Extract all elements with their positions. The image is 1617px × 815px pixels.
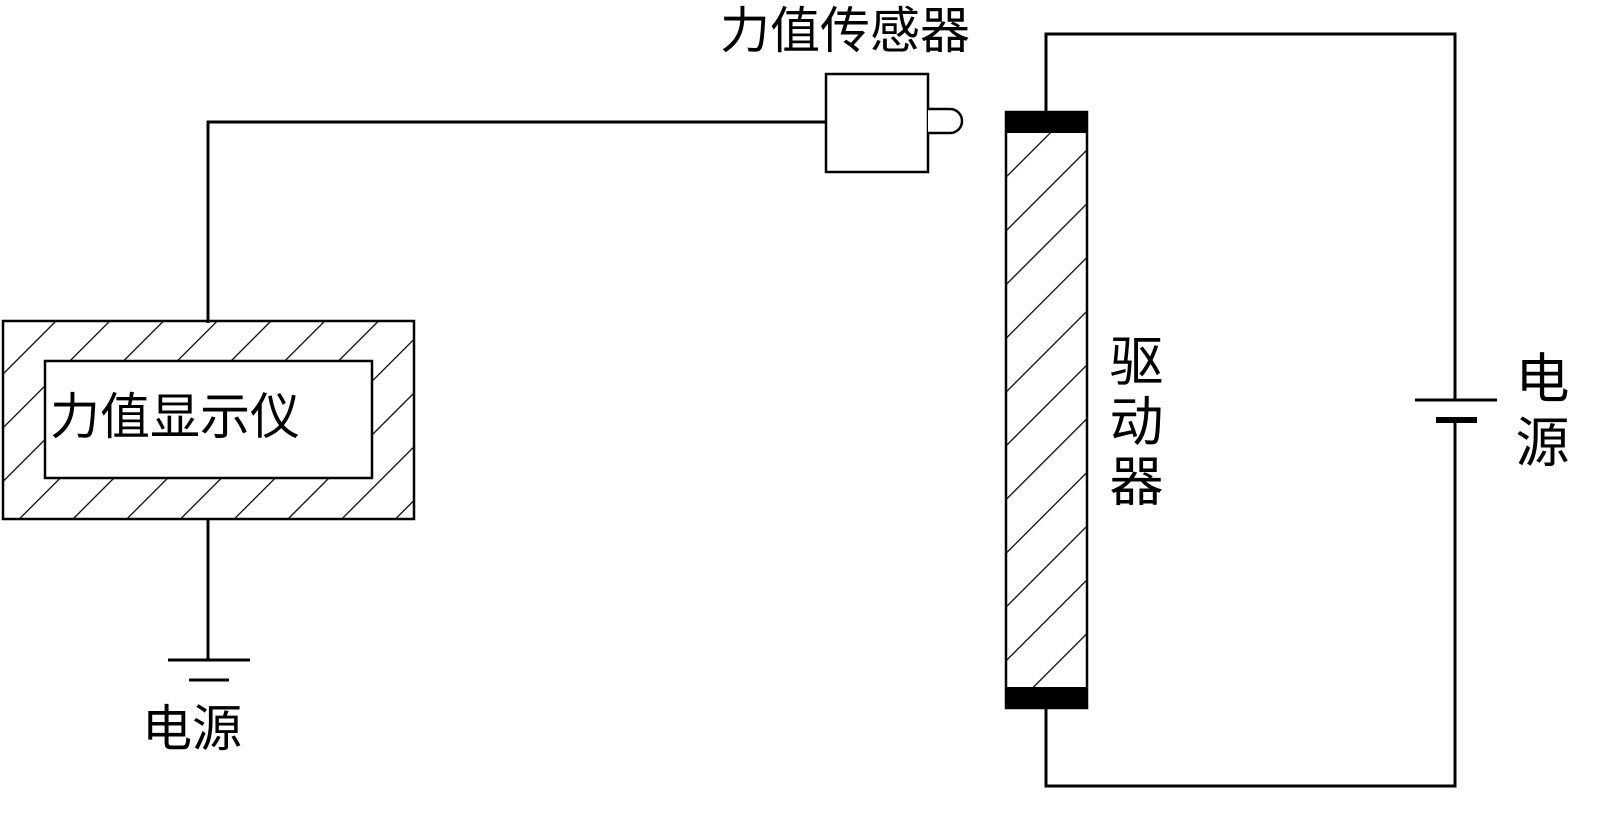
actuator-icon xyxy=(1004,110,1089,710)
force-sensor-icon xyxy=(824,72,964,174)
force-display-label: 力值显示仪 xyxy=(50,388,300,446)
wire-actuator-loop xyxy=(1044,32,1457,788)
power-source-label-right: 电源 xyxy=(1506,350,1569,478)
actuator-label: 驱动器 xyxy=(1100,333,1163,513)
wire-display-to-sensor xyxy=(206,120,826,323)
power-source-label-left: 电源 xyxy=(142,700,242,758)
ground-icon xyxy=(168,658,250,682)
force-display-icon xyxy=(1,319,416,521)
battery-icon xyxy=(1415,398,1497,423)
force-sensor-label: 力值传感器 xyxy=(720,2,970,60)
